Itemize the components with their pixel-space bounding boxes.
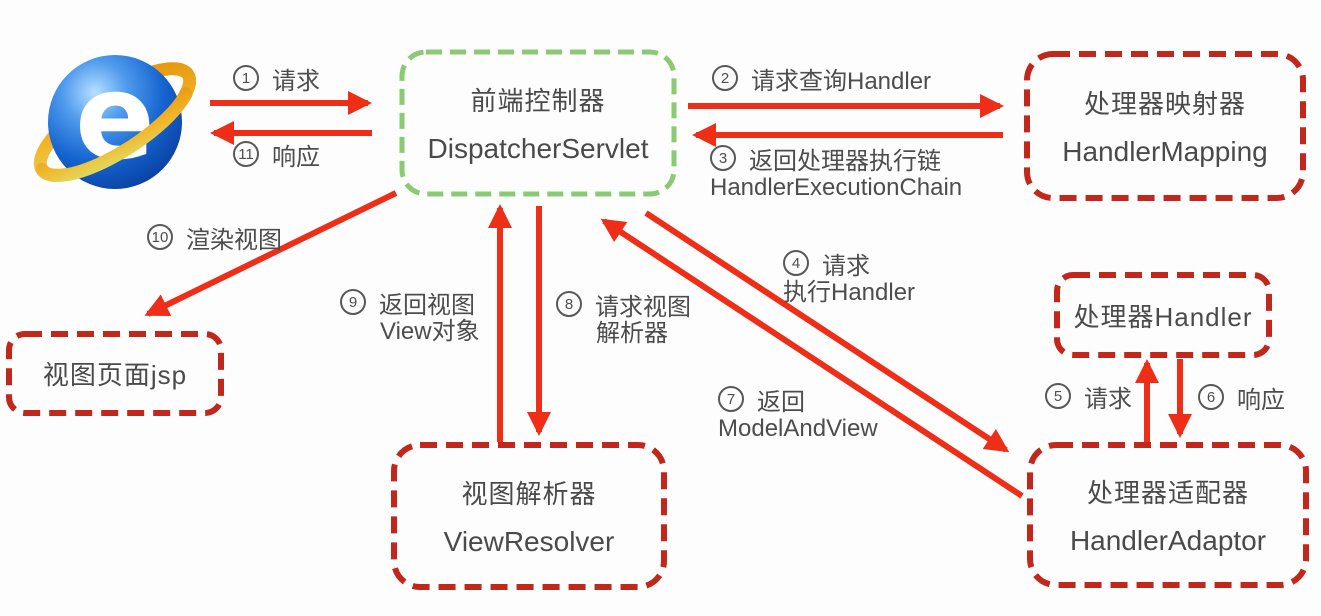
step-text: 请求: [1084, 385, 1132, 413]
step-number-circle: 4: [783, 250, 809, 276]
step-number-circle: 5: [1045, 383, 1071, 409]
step-label-3: 3 返回处理器执行链 HandlerExecutionChain: [710, 143, 962, 203]
step-label-4: 4 请求 执行Handler: [783, 248, 915, 308]
node-handler-mapping: 处理器映射器 HandlerMapping: [1027, 54, 1303, 198]
step-text-line2: 执行Handler: [783, 279, 916, 306]
step-text: 响应: [1237, 386, 1285, 414]
node-view-resolver: 视图解析器 ViewResolver: [394, 445, 664, 587]
jsp-page-box-border: [6, 331, 224, 416]
step-text-line2: HandlerExecutionChain: [710, 174, 963, 201]
step-label-10: 10 渲染视图: [147, 222, 282, 254]
node-subtitle: DispatcherServlet: [427, 133, 649, 164]
step-number-circle: 10: [147, 224, 173, 250]
node-title: 视图解析器: [461, 479, 597, 509]
step-number-circle: 1: [233, 65, 259, 91]
node-subtitle: ViewResolver: [443, 526, 615, 557]
arrow-step-10-render-view: [144, 190, 398, 317]
step-label-11: 11 响应: [233, 139, 320, 171]
node-title: 前端控制器: [470, 86, 606, 116]
arrow-step-4-execute-handler: [644, 210, 1010, 453]
node-title: 处理器映射器: [1083, 89, 1246, 119]
node-handler-adaptor: 处理器适配器 HandlerAdaptor: [1030, 445, 1306, 585]
step-label-8: 8 请求视图 解析器: [556, 289, 691, 349]
step-number-circle: 8: [556, 291, 582, 317]
step-text: 请求视图: [595, 293, 691, 321]
step-label-9: 9 返回视图 View对象: [340, 287, 480, 347]
step-text: 返回: [757, 388, 805, 416]
step-label-6: 6 响应: [1198, 382, 1285, 414]
step-text-line2: View对象: [380, 318, 480, 345]
step-number-circle: 7: [718, 386, 744, 412]
arrow-step-7-return-modelandview: [600, 218, 1024, 499]
node-title: 视图页面jsp: [42, 360, 188, 390]
step-number-circle: 3: [710, 145, 736, 171]
step-text: 请求: [822, 252, 870, 280]
view-resolver-box-border: [391, 442, 667, 590]
step-text: 响应: [272, 143, 320, 171]
node-handler: 处理器Handler: [1057, 275, 1269, 355]
step-label-1: 1 请求: [233, 63, 320, 95]
internet-explorer-logo-graphic: e: [33, 48, 197, 189]
step-number-circle: 6: [1198, 384, 1224, 410]
step-text: 返回处理器执行链: [749, 147, 941, 175]
dispatcher-box-border: [399, 49, 677, 197]
step-text-line2: ModelAndView: [718, 415, 878, 442]
node-title: 处理器适配器: [1086, 478, 1249, 508]
ie-blue-sphere: [48, 55, 182, 189]
step-text: 请求: [272, 67, 320, 95]
node-jsp-page: 视图页面jsp: [9, 334, 221, 413]
handler-adaptor-box-border: [1027, 442, 1309, 588]
node-subtitle: HandlerAdaptor: [1069, 525, 1267, 556]
handler-mapping-box-border: [1024, 51, 1306, 201]
internet-explorer-logo: e: [24, 34, 206, 206]
step-number-circle: 11: [233, 141, 259, 167]
step-text: 请求查询Handler: [751, 67, 932, 95]
node-subtitle: HandlerMapping: [1062, 136, 1268, 167]
step-label-7: 7 返回 ModelAndView: [718, 384, 878, 444]
step-number-circle: 9: [340, 289, 366, 315]
node-dispatcher-servlet: 前端控制器 DispatcherServlet: [402, 52, 674, 194]
step-text: 渲染视图: [186, 226, 282, 254]
handler-box-border: [1054, 272, 1272, 358]
step-text: 返回视图: [379, 291, 475, 319]
node-title: 处理器Handler: [1073, 301, 1253, 332]
step-number-circle: 2: [712, 65, 738, 91]
step-label-5: 5 请求: [1045, 381, 1132, 413]
step-label-2: 2 请求查询Handler: [712, 63, 932, 95]
step-text-line2: 解析器: [596, 320, 668, 347]
ie-swoosh-front: [35, 87, 193, 182]
